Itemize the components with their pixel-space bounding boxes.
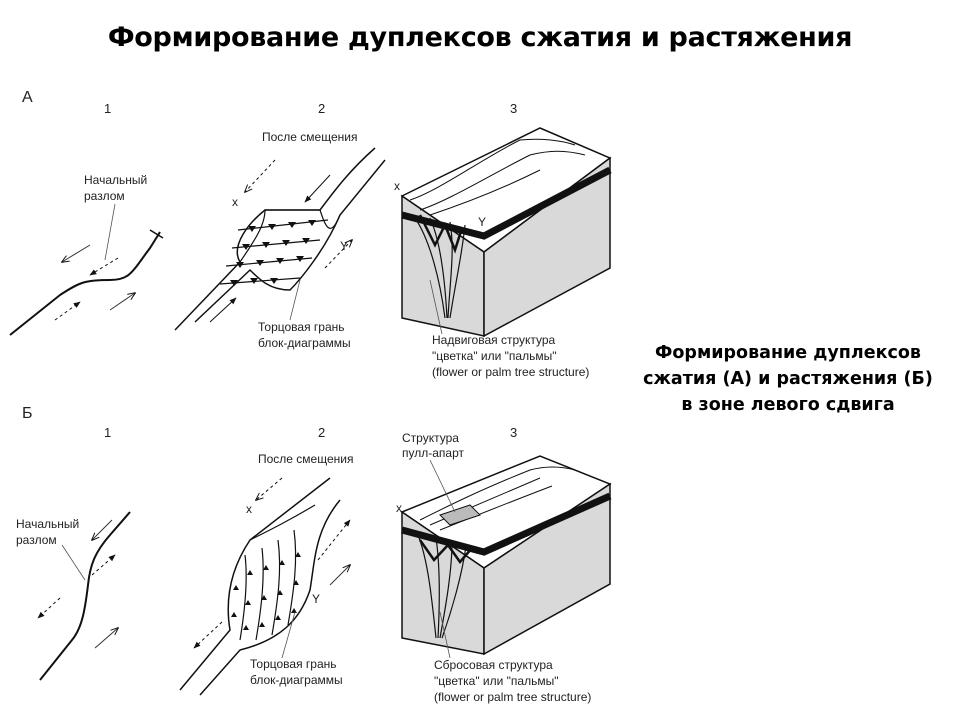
panel-b: Б 1 2 3 Начальный разлом После смещения … [16,405,612,704]
figure-caption: Формирование дуплексов сжатия (А) и раст… [628,340,948,418]
panel-a: А 1 2 3 Начальный разлом После смещения … [9,89,612,379]
b-after-shift-label: После смещения [258,452,353,466]
panel-b-block-diagram: x Структура пулл-апарт Сбросовая структу… [396,431,612,704]
a-face-label-2: блок-диаграммы [258,336,351,350]
panel-a-block-diagram: x Y Надвиговая структура "цветка" или "п… [394,127,612,379]
b-face-label-2: блок-диаграммы [250,673,343,687]
panel-b-initial-fault: Начальный разлом [16,511,131,681]
a3-y-mark: Y [478,215,486,229]
panel-b-step-1: 1 [104,425,111,440]
a-x-mark: x [232,195,238,209]
a3-x-mark: x [394,179,400,193]
a-struct-label-1: Надвиговая структура [432,333,556,347]
panel-a-step-3: 3 [510,101,517,116]
b-initial-fault-label-2: разлом [16,533,57,547]
b-y-mark: Y [312,592,320,606]
b-struct-label-3: (flower or palm tree structure) [434,690,591,704]
caption-line-2: сжатия (А) и растяжения (Б) [643,369,933,389]
a-initial-fault-label-1: Начальный [84,173,147,187]
panel-b-letter: Б [22,405,33,422]
panel-b-step-2: 2 [318,425,325,440]
b-pull-label-1: Структура [402,431,459,445]
a-y-mark: Y [340,239,348,253]
b3-x-mark: x [396,501,402,515]
b-face-label-1: Торцовая грань [250,657,337,671]
a-after-shift-label: После смещения [262,130,357,144]
panel-a-letter: А [22,89,33,106]
caption-line-3: в зоне левого сдвига [681,395,895,415]
b-initial-fault-label-1: Начальный [16,517,79,531]
panel-a-step-2: 2 [318,101,325,116]
b-struct-label-2: "цветка" или "пальмы" [434,674,559,688]
panel-a-step-1: 1 [104,101,111,116]
b-struct-label-1: Сбросовая структура [434,658,553,672]
a-struct-label-2: "цветка" или "пальмы" [432,349,557,363]
caption-line-1: Формирование дуплексов [655,343,921,363]
panel-a-initial-fault: Начальный разлом [9,173,164,336]
a-struct-label-3: (flower or palm tree structure) [432,365,589,379]
a-initial-fault-label-2: разлом [84,189,125,203]
panel-b-duplex: После смещения x Y Торцовая грань блок-д [179,452,353,696]
a-face-label-1: Торцовая грань [258,320,345,334]
b-x-mark: x [246,502,252,516]
panel-b-step-3: 3 [510,425,517,440]
b-pull-label-2: пулл-апарт [402,446,464,460]
panel-a-duplex: После смещения x Y Торцовая грань блок-д… [174,130,386,350]
slide-title: Формирование дуплексов сжатия и растяжен… [107,22,853,53]
